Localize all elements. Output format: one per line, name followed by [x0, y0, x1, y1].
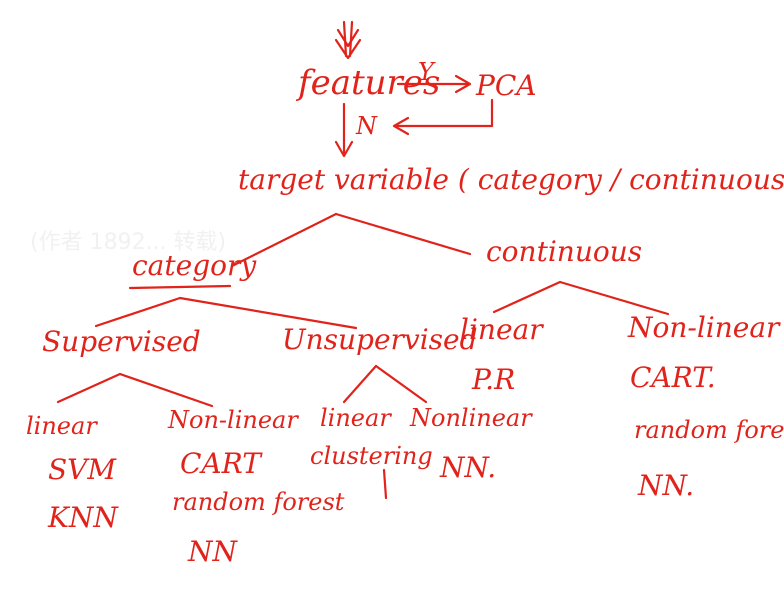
node-supervised-nonlinear-model-1: CART	[180, 447, 261, 480]
node-supervised: Supervised	[42, 325, 201, 358]
node-continuous: continuous	[486, 235, 643, 268]
node-target-variable: target variable ( category / continuous …	[238, 163, 784, 196]
node-unsupervised-linear-model: clustering	[310, 442, 433, 470]
node-supervised-linear-model-2: KNN	[48, 501, 118, 534]
edge-unsupervised-linear	[342, 364, 378, 404]
node-continuous-linear: linear	[460, 313, 543, 346]
node-supervised-nonlinear: Non-linear	[168, 406, 298, 434]
edge-continuous-linear	[492, 280, 562, 314]
edge-unsupervised-nonlinear	[374, 364, 428, 404]
node-continuous-nonlinear: Non-linear	[628, 311, 780, 344]
node-continuous-nonlinear-model-1: CART.	[630, 361, 716, 394]
watermark-text: (作者 1892... 转载)	[30, 230, 227, 255]
edge-target-category	[230, 212, 338, 268]
node-supervised-nonlinear-model-2: random forest	[172, 488, 345, 516]
clustering-stroke	[382, 468, 388, 500]
node-supervised-linear-model-1: SVM	[48, 453, 117, 486]
edge-category-supervised	[94, 296, 182, 328]
edge-category-unsupervised	[178, 296, 358, 330]
pca-return-arrow	[392, 98, 494, 136]
node-supervised-nonlinear-model-3: NN	[188, 535, 237, 568]
label-no: N	[356, 112, 377, 140]
edge-target-continuous	[334, 212, 472, 256]
edge-supervised-linear	[56, 372, 122, 404]
edge-supervised-nonlinear	[118, 372, 214, 408]
node-continuous-nonlinear-model-2: random forest	[634, 416, 784, 444]
entry-arrow	[334, 20, 362, 60]
node-pca: PCA	[476, 69, 537, 102]
node-continuous-nonlinear-model-3: NN.	[638, 469, 695, 502]
label-yes: Y	[418, 58, 434, 86]
node-unsupervised: Unsupervised	[282, 323, 478, 356]
node-supervised-linear: linear	[26, 412, 97, 440]
node-unsupervised-nonlinear: Nonlinear	[410, 404, 532, 432]
node-category: category	[132, 249, 257, 282]
yes-arrow	[396, 74, 472, 94]
node-unsupervised-linear: linear	[320, 404, 391, 432]
category-underline	[128, 284, 232, 290]
node-continuous-linear-model: P.R	[472, 363, 516, 396]
node-unsupervised-nonlinear-model: NN.	[440, 451, 497, 484]
edge-continuous-nonlinear	[558, 280, 670, 316]
no-arrow	[334, 102, 354, 158]
node-features: features	[298, 63, 441, 103]
